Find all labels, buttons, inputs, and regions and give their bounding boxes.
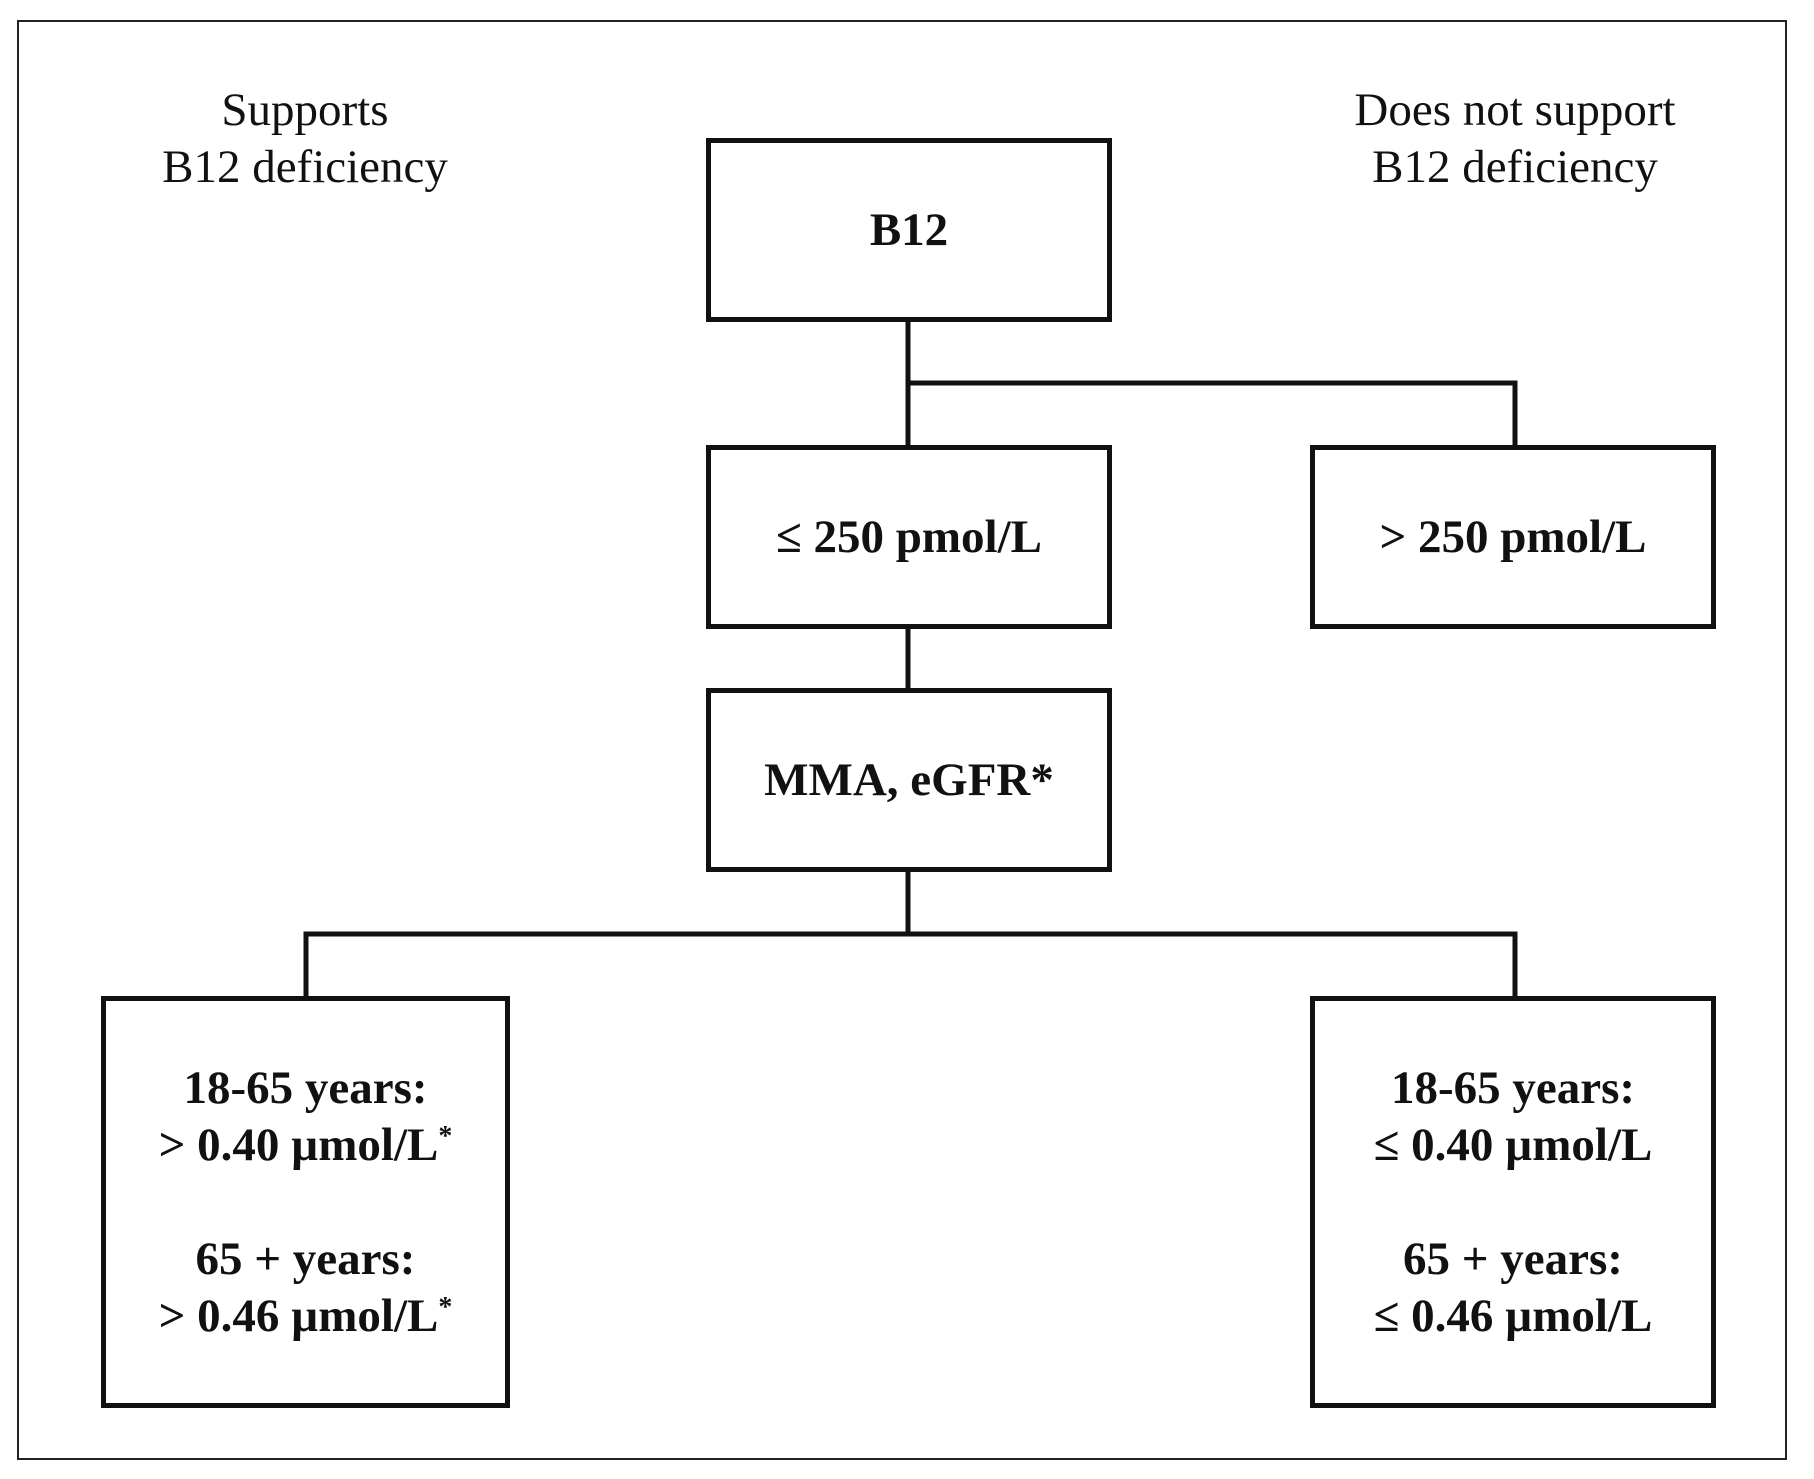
supports-value1-line: > 0.40 µmol/L* xyxy=(159,1117,453,1174)
not-supports-age2: 65 + years: xyxy=(1403,1232,1623,1285)
node-b12-label: B12 xyxy=(869,203,949,256)
not-supports-age1: 18-65 years: xyxy=(1390,1061,1636,1114)
supports-value2-footnote-mark: * xyxy=(438,1291,453,1323)
supports-value1-footnote-mark: * xyxy=(438,1120,453,1152)
supports-value1: > 0.40 µmol/L xyxy=(158,1118,439,1171)
header-supports: Supports B12 deficiency xyxy=(100,82,510,196)
header-supports-line2: B12 deficiency xyxy=(162,141,448,193)
header-supports-line1: Supports xyxy=(221,84,389,136)
node-does-not-support-deficiency: 18-65 years: ≤ 0.40 µmol/L 65 + years: ≤… xyxy=(1310,996,1716,1408)
node-low-b12: ≤ 250 pmol/L xyxy=(706,445,1112,629)
node-supports-deficiency: 18-65 years: > 0.40 µmol/L* 65 + years: … xyxy=(101,996,510,1408)
supports-value2-line: > 0.46 µmol/L* xyxy=(159,1288,453,1345)
node-mma-label: MMA, eGFR* xyxy=(764,753,1054,806)
node-b12: B12 xyxy=(706,138,1112,322)
supports-value2: > 0.46 µmol/L xyxy=(158,1289,439,1342)
supports-age1: 18-65 years: xyxy=(183,1061,428,1114)
not-supports-value2: ≤ 0.46 µmol/L xyxy=(1373,1289,1653,1342)
node-low-b12-label: ≤ 250 pmol/L xyxy=(775,510,1043,563)
node-high-b12-label: > 250 pmol/L xyxy=(1379,510,1647,563)
node-high-b12: > 250 pmol/L xyxy=(1310,445,1716,629)
header-does-not-support: Does not support B12 deficiency xyxy=(1300,82,1730,196)
diagram-frame xyxy=(17,20,1787,1460)
header-not-support-line2: B12 deficiency xyxy=(1372,141,1658,193)
node-mma-egfr: MMA, eGFR* xyxy=(706,688,1112,872)
not-supports-value1: ≤ 0.40 µmol/L xyxy=(1373,1118,1653,1171)
header-not-support-line1: Does not support xyxy=(1354,84,1676,136)
supports-age2: 65 + years: xyxy=(195,1232,416,1285)
